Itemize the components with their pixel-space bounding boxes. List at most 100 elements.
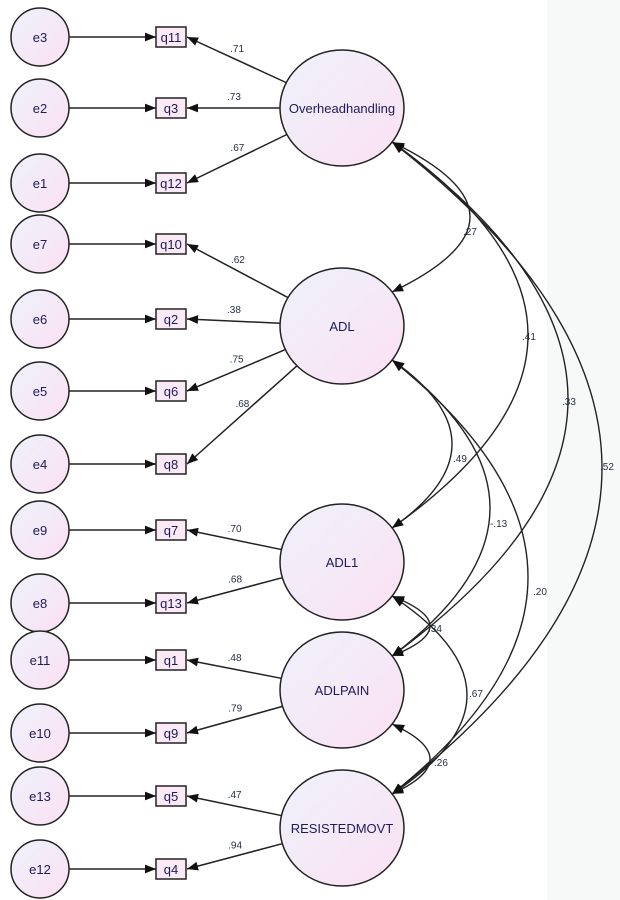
observed-item-box — [155, 172, 187, 194]
observed-item-box — [155, 722, 187, 744]
loading-path-arrow — [186, 133, 288, 184]
loading-coefficient: .71 — [230, 44, 244, 55]
loading-path-arrow — [186, 657, 282, 680]
latent-factor-node — [279, 503, 405, 621]
latent-factor-node — [279, 631, 405, 749]
loading-coefficient: .70 — [228, 524, 242, 535]
correlation-arrowhead — [392, 724, 405, 734]
latent-factor-node — [279, 769, 405, 887]
correlation-arrowhead — [392, 596, 405, 607]
observed-item-label: q6 — [164, 384, 178, 399]
correlation-coefficient: .67 — [469, 689, 483, 700]
error-term-label: e12 — [29, 862, 51, 877]
latent-factor-label: ADL — [329, 319, 354, 334]
observed-item-label: q12 — [160, 176, 182, 191]
error-term-node — [10, 153, 70, 213]
loading-path-arrow — [186, 793, 282, 817]
observed-item-label: q8 — [164, 457, 178, 472]
correlation-coefficient: .52 — [600, 462, 614, 473]
error-term-node — [10, 703, 70, 763]
error-term-node — [10, 7, 70, 67]
observed-item-label: q10 — [160, 237, 182, 252]
loading-coefficient: .48 — [228, 653, 242, 664]
loading-coefficient: .75 — [230, 354, 244, 365]
error-term-label: e5 — [33, 384, 47, 399]
error-term-node — [10, 766, 70, 826]
loading-coefficient: .73 — [227, 92, 241, 103]
observed-item-box — [155, 233, 187, 255]
latent-factor-label: RESISTEDMOVT — [291, 821, 394, 836]
error-term-label: e1 — [33, 176, 47, 191]
latent-factor-label: ADL1 — [326, 555, 359, 570]
error-term-label: e11 — [30, 653, 51, 668]
observed-item-box — [155, 308, 187, 330]
loading-path-arrow — [186, 842, 283, 871]
loading-coefficient: .38 — [227, 305, 241, 316]
error-term-node — [10, 214, 70, 274]
error-term-label: e13 — [29, 789, 51, 804]
latent-factor-node — [279, 267, 405, 385]
observed-item-label: q5 — [164, 789, 178, 804]
loading-coefficient: .62 — [231, 255, 245, 266]
observed-item-box — [155, 97, 187, 119]
correlation-coefficient: .49 — [453, 454, 467, 465]
observed-item-label: q13 — [160, 596, 182, 611]
error-term-node — [10, 839, 70, 899]
loading-path-arrow — [186, 576, 283, 605]
error-term-label: e4 — [33, 457, 47, 472]
correlation-coefficient: .26 — [434, 758, 448, 769]
loading-path-arrow — [186, 527, 282, 551]
loading-path-arrow — [186, 243, 289, 299]
loading-coefficient: .68 — [228, 574, 242, 585]
loading-coefficient: .79 — [228, 704, 242, 715]
correlation-coefficient: .34 — [428, 624, 442, 635]
observed-item-box — [155, 453, 187, 475]
observed-item-label: q2 — [164, 312, 178, 327]
observed-item-label: q9 — [164, 726, 178, 741]
correlation-coefficient: .27 — [463, 227, 477, 238]
error-term-label: e2 — [33, 101, 47, 116]
correlation-coefficient: .20 — [533, 587, 547, 598]
correlation-arc — [391, 141, 471, 293]
correlation-arc — [391, 141, 603, 795]
background-panel — [547, 0, 620, 900]
correlation-coefficient: .33 — [562, 397, 576, 408]
correlation-arc — [391, 141, 569, 657]
correlation-arc — [391, 359, 529, 795]
latent-factor-label: Overheadhandling — [289, 101, 395, 116]
observed-item-label: q7 — [164, 523, 178, 538]
error-term-node — [10, 289, 70, 349]
loading-path-arrow — [186, 36, 287, 84]
loading-coefficient: .94 — [228, 840, 242, 851]
error-term-label: e10 — [29, 726, 51, 741]
observed-item-box — [155, 380, 187, 402]
loading-coefficient: .68 — [235, 399, 249, 410]
observed-item-box — [155, 649, 187, 671]
observed-item-box — [155, 26, 187, 48]
error-term-node — [10, 78, 70, 138]
correlation-arc — [391, 723, 431, 795]
error-term-node — [10, 630, 70, 690]
loading-coefficient: .67 — [230, 143, 244, 154]
observed-item-label: q3 — [164, 101, 178, 116]
error-term-node — [10, 500, 70, 560]
loading-path-arrow — [186, 365, 298, 465]
observed-item-label: q4 — [164, 862, 178, 877]
error-term-label: e3 — [33, 30, 47, 45]
loading-path-arrow — [186, 348, 286, 392]
observed-item-box — [155, 519, 187, 541]
loading-path-arrow — [186, 705, 283, 735]
correlation-arrowhead — [392, 142, 405, 154]
error-term-node — [10, 434, 70, 494]
latent-factor-node — [279, 49, 405, 167]
correlation-arc — [391, 595, 468, 795]
error-term-label: e7 — [33, 237, 47, 252]
observed-item-box — [155, 592, 187, 614]
latent-factor-label: ADLPAIN — [315, 683, 370, 698]
error-term-label: e9 — [33, 523, 47, 538]
loading-coefficient: .47 — [228, 790, 242, 801]
correlation-coefficient: -.13 — [490, 519, 508, 530]
observed-item-label: q11 — [161, 30, 182, 45]
error-term-label: e8 — [33, 596, 47, 611]
